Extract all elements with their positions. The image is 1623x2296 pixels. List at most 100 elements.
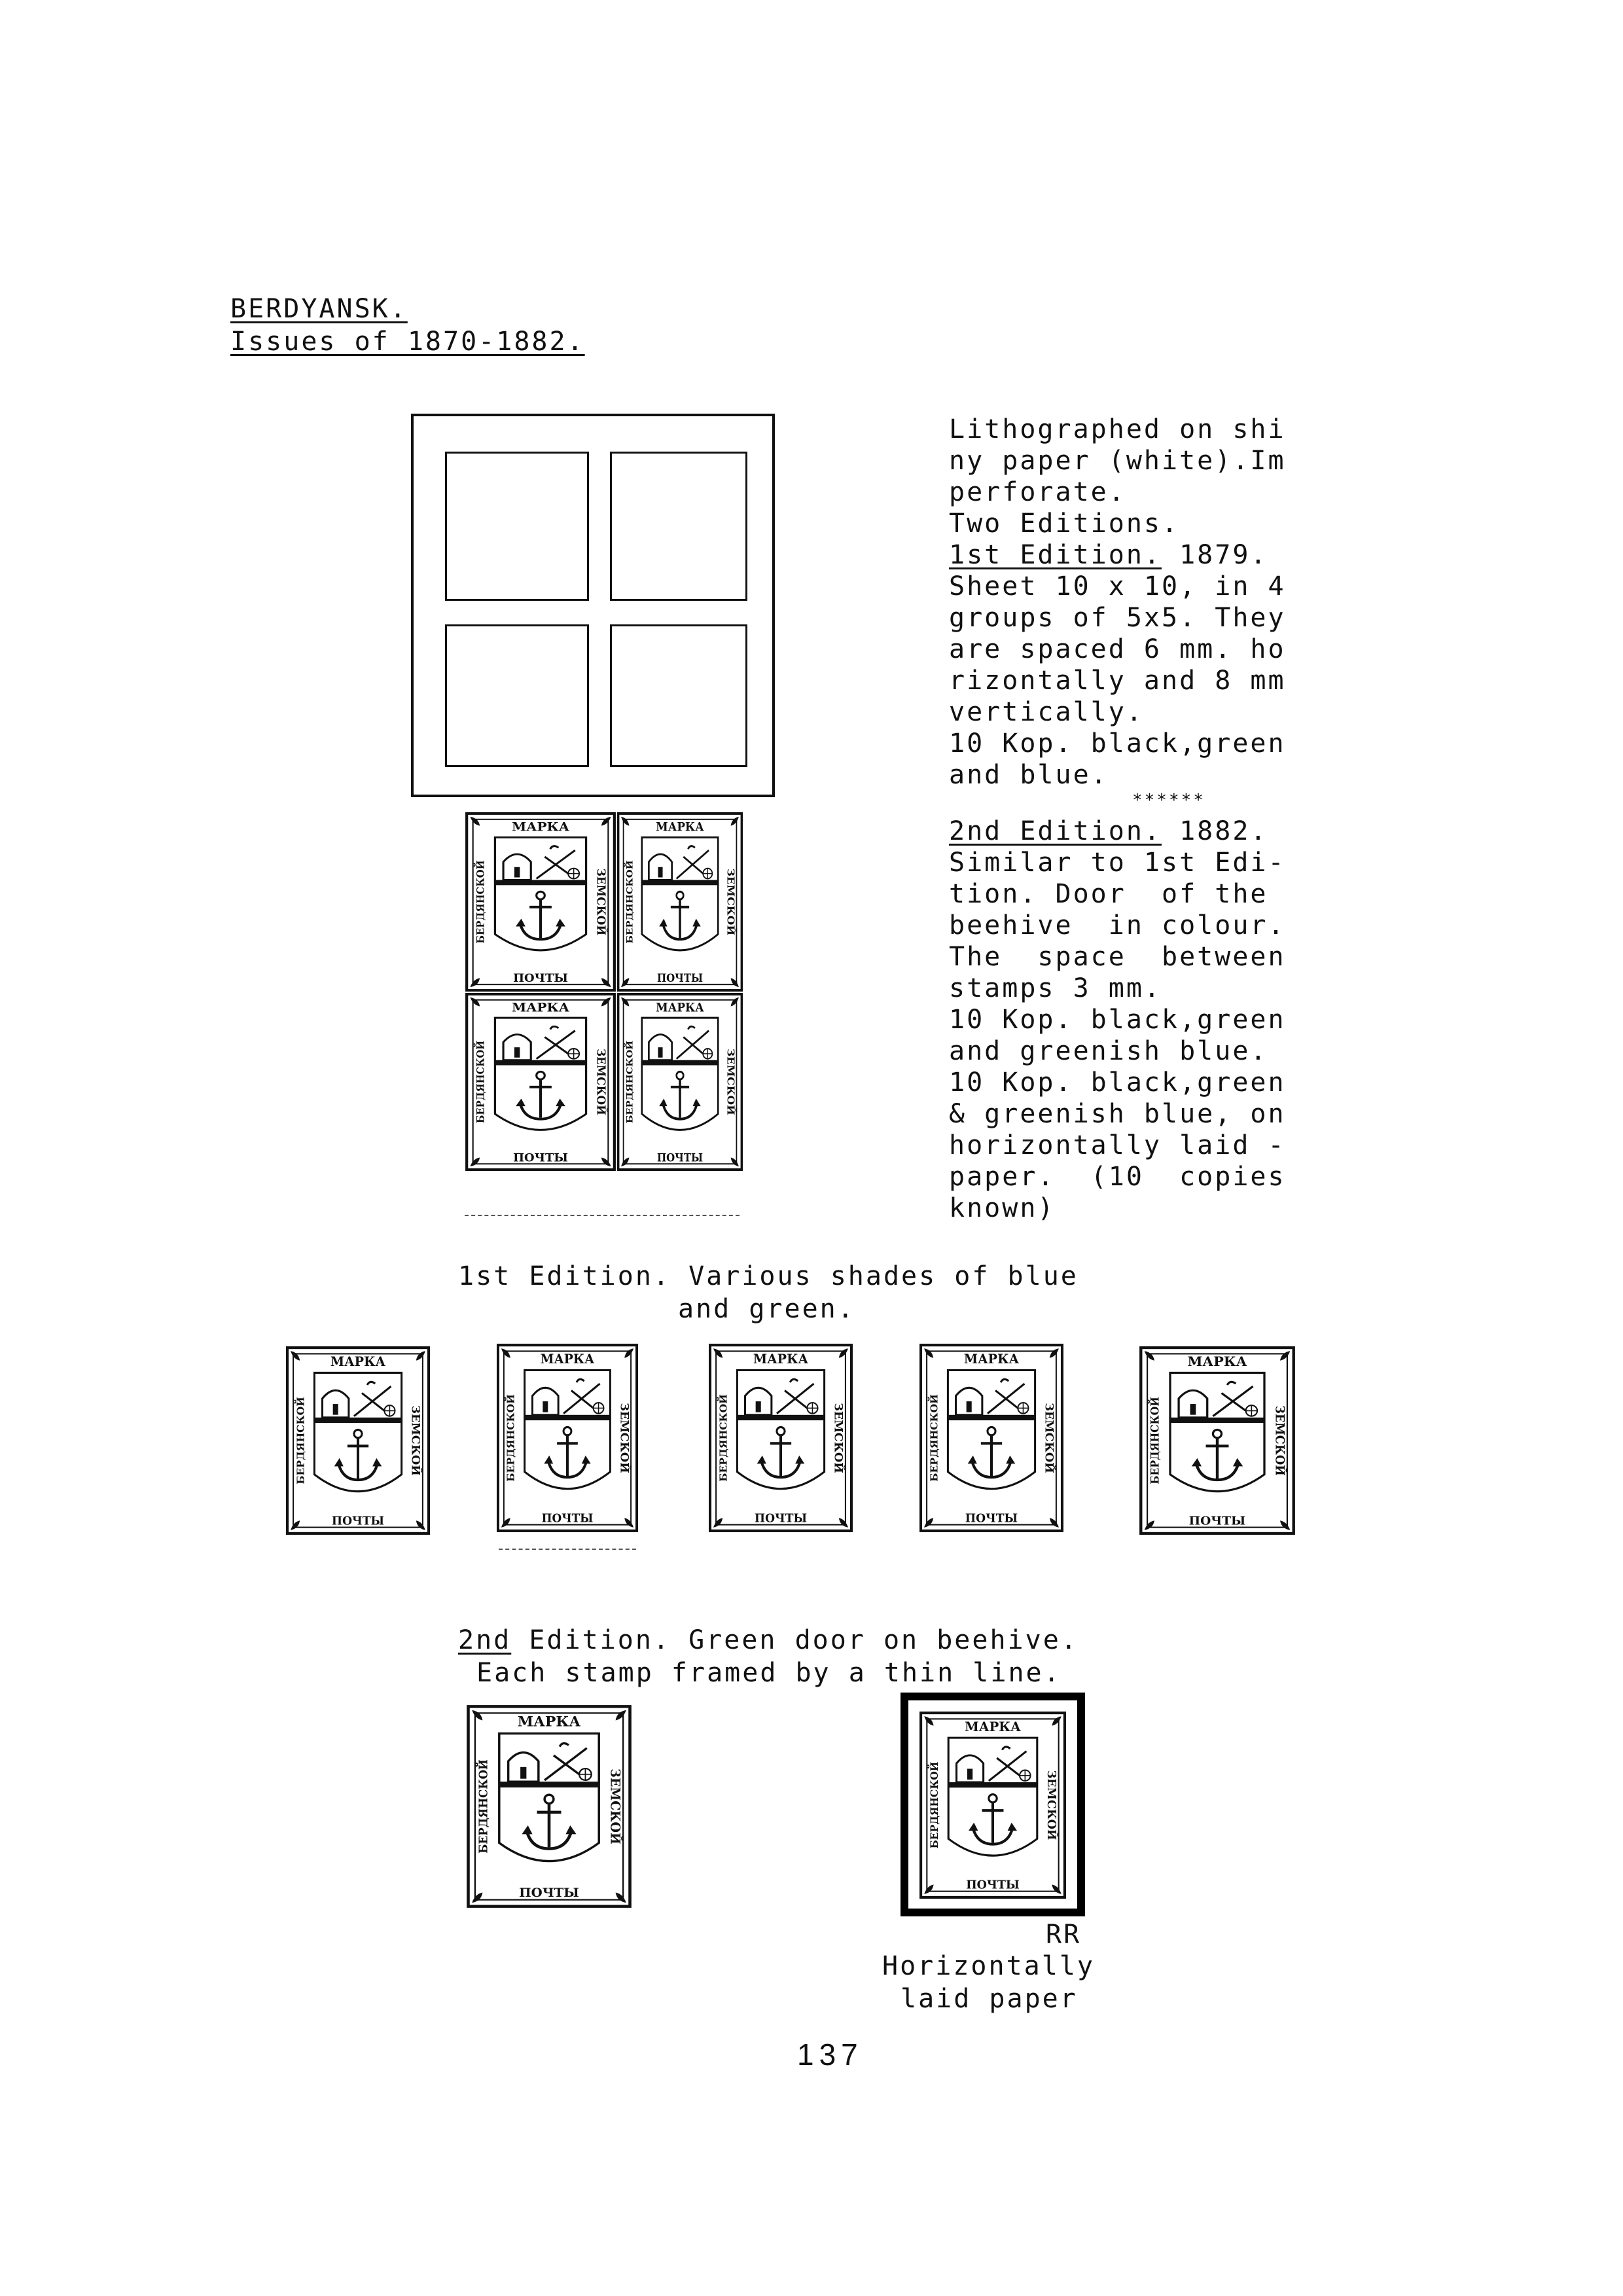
svg-text:БЕРДЯНСКОЙ: БЕРДЯНСКОЙ: [624, 860, 635, 943]
ed1-caption-line1: 1st Edition. Various shades of blue: [458, 1261, 1079, 1291]
sheet-group-bottom-left: [445, 624, 589, 767]
ed2-caption-line2: Each stamp framed by a thin line.: [476, 1658, 1061, 1688]
svg-text:ЗЕМСКОЙ: ЗЕМСКОЙ: [594, 869, 609, 935]
svg-text:ЗЕМСКОЙ: ЗЕМСКОЙ: [725, 1049, 738, 1115]
desc-line: beehive in colour.: [949, 910, 1286, 941]
desc-line: perforate.: [949, 477, 1126, 507]
desc-line: rizontally and 8 mm: [949, 666, 1286, 696]
svg-text:ПОЧТЫ: ПОЧТЫ: [965, 1512, 1018, 1525]
svg-text:БЕРДЯНСКОЙ: БЕРДЯНСКОЙ: [505, 1394, 517, 1482]
svg-text:МАРКА: МАРКА: [965, 1719, 1021, 1734]
svg-text:ПОЧТЫ: ПОЧТЫ: [966, 1879, 1020, 1892]
stamp-margin-edge: [499, 1549, 636, 1550]
rarity-label: RR: [1046, 1920, 1082, 1950]
desc-line: paper. (10 copies: [949, 1162, 1286, 1192]
svg-text:ПОЧТЫ: ПОЧТЫ: [332, 1515, 384, 1528]
stamp-image: МАРКА ПОЧТЫ БЕРДЯНСКОЙ ЗЕМСКОЙ: [616, 992, 743, 1172]
svg-text:ПОЧТЫ: ПОЧТЫ: [1189, 1515, 1246, 1528]
ed1-caption-line2: and green.: [678, 1294, 855, 1324]
stamp-thick-frame: [901, 1693, 1085, 1916]
sheet-group-top-right: [610, 452, 747, 601]
ed2-heading: 2nd Edition.: [949, 816, 1162, 846]
sheet-layout-diagram: [411, 414, 775, 797]
desc-line: tion. Door of the: [949, 879, 1268, 909]
desc-line: and blue.: [949, 760, 1109, 790]
stamp-image: МАРКА ПОЧТЫ БЕРДЯНСКОЙ ЗЕМСКОЙ: [285, 1346, 431, 1535]
svg-text:ПОЧТЫ: ПОЧТЫ: [657, 971, 703, 984]
stamp-image: МАРКА ПОЧТЫ БЕРДЯНСКОЙ ЗЕМСКОЙ: [465, 992, 616, 1172]
svg-text:МАРКА: МАРКА: [330, 1354, 385, 1369]
svg-text:ПОЧТЫ: ПОЧТЫ: [519, 1885, 579, 1900]
svg-text:МАРКА: МАРКА: [656, 820, 704, 834]
desc-line: Lithographed on shi: [949, 414, 1286, 444]
svg-text:БЕРДЯНСКОЙ: БЕРДЯНСКОЙ: [623, 1041, 635, 1123]
desc-line: Two Editions.: [949, 509, 1180, 539]
svg-text:ЗЕМСКОЙ: ЗЕМСКОЙ: [1043, 1403, 1057, 1473]
svg-text:БЕРДЯНСКОЙ: БЕРДЯНСКОЙ: [717, 1394, 729, 1482]
svg-text:ЗЕМСКОЙ: ЗЕМСКОЙ: [617, 1403, 632, 1473]
ed2-caption-rest: Edition. Green door on beehive.: [511, 1625, 1079, 1655]
svg-text:ЗЕМСКОЙ: ЗЕМСКОЙ: [608, 1768, 624, 1844]
sheet-group-bottom-right: [610, 624, 747, 767]
description-column: Lithographed on shi ny paper (white).Im …: [949, 414, 1329, 1224]
laid-paper-label-1: Horizontally: [882, 1951, 1095, 1981]
desc-line: 10 Kop. black,green: [949, 728, 1286, 759]
ed2-heading-line: 2nd Edition. 1882.: [949, 816, 1329, 847]
desc-line: ny paper (white).Im: [949, 446, 1286, 476]
sheet-group-top-left: [445, 452, 589, 601]
svg-text:ЗЕМСКОЙ: ЗЕМСКОЙ: [594, 1049, 609, 1115]
svg-text:ЗЕМСКОЙ: ЗЕМСКОЙ: [1272, 1405, 1289, 1476]
desc-line: and greenish blue.: [949, 1036, 1268, 1066]
svg-text:МАРКА: МАРКА: [656, 1001, 704, 1015]
svg-text:МАРКА: МАРКА: [518, 1714, 581, 1731]
svg-text:ЗЕМСКОЙ: ЗЕМСКОЙ: [1044, 1770, 1059, 1840]
desc-line: horizontally laid -: [949, 1130, 1286, 1160]
svg-text:БЕРДЯНСКОЙ: БЕРДЯНСКОЙ: [474, 1041, 487, 1123]
page-number: 137: [797, 2037, 863, 2072]
stamp-image: МАРКА ПОЧТЫ БЕРДЯНСКОЙ ЗЕМСКОЙ: [616, 812, 743, 992]
svg-text:МАРКА: МАРКА: [512, 819, 569, 834]
svg-text:БЕРДЯНСКОЙ: БЕРДЯНСКОЙ: [474, 860, 487, 943]
desc-line: The space between: [949, 942, 1286, 972]
svg-text:ЗЕМСКОЙ: ЗЕМСКОЙ: [832, 1403, 846, 1473]
desc-line: groups of 5x5. They: [949, 603, 1286, 633]
stamp-image: МАРКА ПОЧТЫ БЕРДЯНСКОЙ ЗЕМСКОЙ: [465, 812, 616, 992]
ed2-caption-ordinal: 2nd: [458, 1625, 512, 1655]
svg-text:МАРКА: МАРКА: [964, 1352, 1019, 1367]
desc-line: are spaced 6 mm. ho: [949, 634, 1286, 664]
svg-text:МАРКА: МАРКА: [512, 1000, 569, 1014]
block-bottom-edge: [465, 1215, 740, 1216]
svg-text:МАРКА: МАРКА: [1187, 1354, 1247, 1369]
svg-text:ПОЧТЫ: ПОЧТЫ: [755, 1512, 807, 1525]
stamp-image: МАРКА ПОЧТЫ БЕРДЯНСКОЙ ЗЕМСКОЙ: [708, 1343, 853, 1533]
svg-text:ЗЕМСКОЙ: ЗЕМСКОЙ: [725, 869, 738, 935]
desc-line: known): [949, 1193, 1056, 1223]
svg-text:БЕРДЯНСКОЙ: БЕРДЯНСКОЙ: [927, 1394, 940, 1482]
ed1-heading: 1st Edition.: [949, 540, 1162, 570]
ed2-caption-line1: 2nd Edition. Green door on beehive.: [458, 1624, 1079, 1656]
svg-text:БЕРДЯНСКОЙ: БЕРДЯНСКОЙ: [294, 1397, 306, 1484]
stamp-image: МАРКА ПОЧТЫ БЕРДЯНСКОЙ ЗЕМСКОЙ: [466, 1704, 632, 1909]
desc-line: 10 Kop. black,green: [949, 1067, 1286, 1098]
desc-line: Similar to 1st Edi-: [949, 848, 1286, 878]
laid-paper-label-2: laid paper: [901, 1984, 1078, 2014]
desc-line: vertically.: [949, 697, 1144, 727]
desc-line: 10 Kop. black,green: [949, 1005, 1286, 1035]
svg-text:МАРКА: МАРКА: [753, 1352, 808, 1367]
stamp-image: МАРКА ПОЧТЫ БЕРДЯНСКОЙ ЗЕМСКОЙ: [919, 1343, 1064, 1533]
svg-text:БЕРДЯНСКОЙ: БЕРДЯНСКОЙ: [476, 1759, 490, 1854]
svg-text:ПОЧТЫ: ПОЧТЫ: [657, 1151, 703, 1164]
svg-text:ПОЧТЫ: ПОЧТЫ: [513, 1152, 568, 1164]
stamp-image: МАРКА ПОЧТЫ БЕРДЯНСКОЙ ЗЕМСКОЙ: [496, 1343, 639, 1533]
svg-text:МАРКА: МАРКА: [541, 1352, 595, 1367]
svg-text:ЗЕМСКОЙ: ЗЕМСКОЙ: [409, 1405, 423, 1476]
desc-line: stamps 3 mm.: [949, 973, 1162, 1003]
desc-line: Sheet 10 x 10, in 4: [949, 571, 1286, 601]
svg-text:ПОЧТЫ: ПОЧТЫ: [542, 1512, 594, 1525]
desc-line: & greenish blue, on: [949, 1099, 1286, 1129]
stamp-image: МАРКА ПОЧТЫ БЕРДЯНСКОЙ ЗЕМСКОЙ: [919, 1711, 1067, 1899]
ed2-year: 1882.: [1161, 816, 1268, 846]
svg-text:БЕРДЯНСКОЙ: БЕРДЯНСКОЙ: [928, 1762, 940, 1849]
svg-text:ПОЧТЫ: ПОЧТЫ: [513, 973, 568, 985]
